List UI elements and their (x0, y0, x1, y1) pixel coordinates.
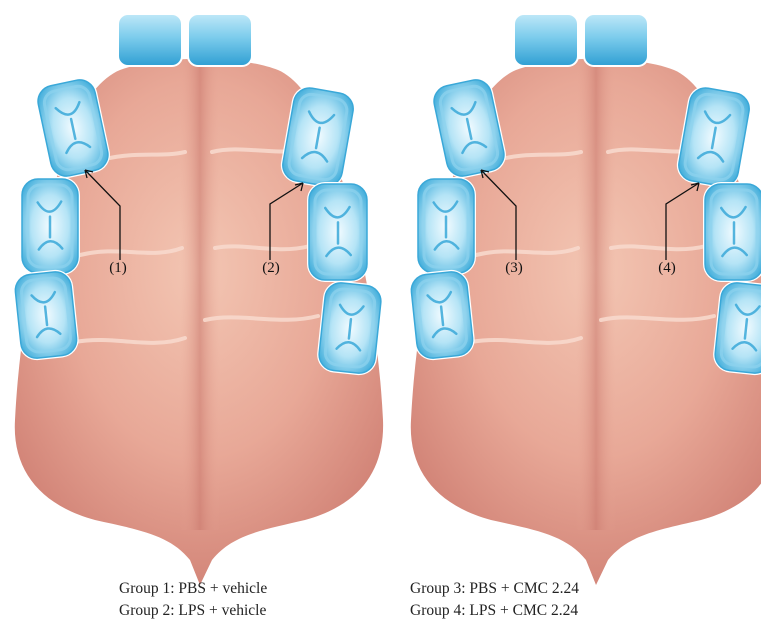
molar-right-3 (315, 279, 384, 377)
incisor-left (118, 14, 182, 66)
palate-midline (576, 60, 616, 530)
legend-group-3: Group 3: PBS + CMC 2.24 (410, 578, 579, 600)
molar-left-3 (408, 268, 477, 362)
legend-left: Group 1: PBS + vehicle Group 2: LPS + ve… (119, 578, 267, 622)
palate-2: (3) (4) (408, 14, 761, 585)
molar-left-3 (12, 268, 81, 362)
incisor-right (584, 14, 648, 66)
molar-left-2 (20, 177, 80, 275)
molar-left-2 (416, 177, 476, 275)
palate-1: (1) (2) (12, 14, 385, 585)
site-label-right: (4) (658, 260, 676, 276)
molar-right-2 (307, 182, 369, 282)
legend-group-4: Group 4: LPS + CMC 2.24 (410, 600, 579, 622)
site-label-left: (1) (109, 260, 127, 276)
legend-group-1: Group 1: PBS + vehicle (119, 578, 267, 600)
site-label-right: (2) (262, 260, 280, 276)
legend-right: Group 3: PBS + CMC 2.24 Group 4: LPS + C… (410, 578, 579, 622)
molar-right-2 (703, 182, 761, 282)
incisor-left (514, 14, 578, 66)
legend-group-2: Group 2: LPS + vehicle (119, 600, 267, 622)
palate-midline (180, 60, 220, 530)
site-label-left: (3) (505, 260, 523, 276)
incisor-right (188, 14, 252, 66)
